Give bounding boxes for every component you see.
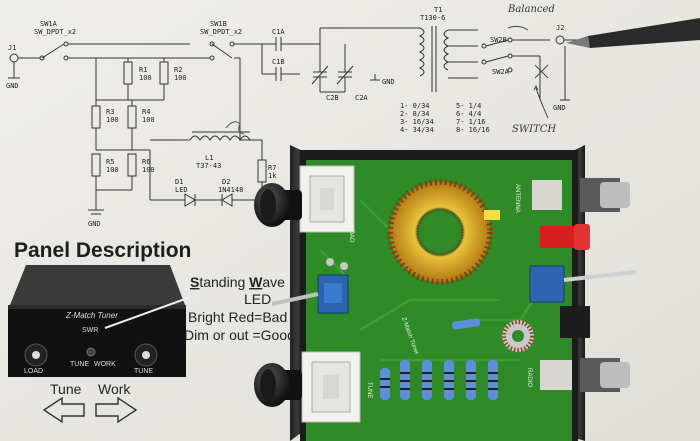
resistor-row (380, 318, 498, 400)
pen (566, 18, 700, 48)
schematic-labels: J1 GND SW1A SW_DPDT_x2 SW1B SW_DPDT_x2 C… (6, 4, 566, 228)
label-gnd-j2: GND (553, 104, 566, 112)
label-c2b: C2B (326, 94, 339, 102)
balanced-unbalanced-switch[interactable] (529, 265, 637, 303)
label-sw2b: SW2B (490, 36, 507, 44)
tune-knob[interactable] (254, 363, 302, 407)
label-turns-a-4: 4- 34/34 (400, 126, 434, 134)
led-indicator (540, 224, 590, 250)
toroid-inductor (502, 320, 534, 352)
antenna-bnc-connector[interactable] (532, 178, 630, 212)
label-d1: D1 (175, 178, 183, 186)
label-sw1b: SW1B (210, 20, 227, 28)
label-l1: L1 (205, 154, 213, 162)
load-knob[interactable] (254, 183, 302, 227)
power-jack (560, 306, 590, 338)
led-description-line-4: Dim or out =Good (184, 327, 295, 343)
panel-title: Panel Description (14, 239, 191, 262)
label-r7: R7 (268, 164, 276, 172)
label-r3-val: 100 (106, 116, 119, 124)
label-turns-a-2: 2- 8/34 (400, 110, 430, 118)
pcb-tune-label: TUNE (366, 382, 372, 398)
label-r5: R5 (106, 158, 114, 166)
label-sw1a: SW1A (40, 20, 58, 28)
pcb-antenna-label: ANTENNA (514, 184, 520, 213)
label-t1-val: T130-6 (420, 14, 445, 22)
label-r6-val: 100 (142, 166, 155, 174)
pcb-radio-label: RADIO (526, 368, 532, 387)
label-r3: R3 (106, 108, 114, 116)
tuner-device: Z-Match Tuner LOAD TUNE ANTENNA RADIO (254, 145, 637, 441)
arrow-left-icon (42, 396, 85, 424)
label-j2: J2 (556, 24, 564, 32)
arrow-tune-label: Tune (50, 381, 82, 397)
schematic (8, 25, 610, 215)
label-t1: T1 (434, 6, 442, 14)
toroid-transformer (387, 179, 500, 285)
handwriting-balanced: Balanced (507, 4, 555, 15)
led-description-line-3: Bright Red=Bad (188, 309, 287, 325)
label-gnd-c: GND (382, 78, 395, 86)
led-description-line-2: LED (244, 291, 271, 307)
radio-bnc-connector[interactable] (540, 358, 630, 392)
label-r1: R1 (139, 66, 147, 74)
panel-tune-label: TUNE (70, 361, 89, 368)
label-turns-a-1: 1- 0/34 (400, 102, 430, 110)
label-turns-a-3: 3- 16/34 (400, 118, 434, 126)
label-r4-val: 100 (142, 116, 155, 124)
label-c2a: C2A (355, 94, 368, 102)
panel-description: Panel Description Z-Match Tuner SWR LOAD… (8, 239, 295, 424)
variable-capacitor-tune (301, 351, 361, 423)
variable-capacitor-load (299, 165, 355, 233)
label-r2: R2 (174, 66, 182, 74)
label-turns-b-3: 7- 1/16 (456, 118, 486, 126)
panel-load-label: LOAD (24, 368, 43, 375)
tune-work-toggle-switch[interactable] (271, 258, 349, 314)
label-j1: J1 (8, 44, 16, 52)
label-turns-b-1: 5- 1/4 (456, 102, 481, 110)
panel-device-photo: Z-Match Tuner SWR LOAD TUNE WORK TUNE (8, 265, 197, 377)
label-gnd-ladder: GND (88, 220, 101, 228)
led-description-line-1: Standing Wave (190, 274, 285, 290)
label-r2-val: 100 (174, 74, 187, 82)
label-sw1a-type: SW_DPDT_x2 (34, 28, 76, 36)
panel-tune-knob-label: TUNE (134, 368, 153, 375)
label-d2: D2 (222, 178, 230, 186)
label-r4: R4 (142, 108, 150, 116)
label-l1-val: T37-43 (196, 162, 221, 170)
label-c1b: C1B (272, 58, 285, 66)
panel-work-label: WORK (94, 361, 116, 368)
label-turns-b-4: 8- 16/16 (456, 126, 490, 134)
arrow-right-icon (95, 396, 138, 424)
panel-device-name: Z-Match Tuner (65, 311, 118, 320)
label-d2-val: 1N4148 (218, 186, 243, 194)
label-gnd-j1: GND (6, 82, 19, 90)
label-r1-val: 100 (139, 74, 152, 82)
handwriting-switch: SWITCH (512, 124, 556, 135)
label-d1-val: LED (175, 186, 188, 194)
label-sw1b-type: SW_DPDT_x2 (200, 28, 242, 36)
label-turns-b-2: 6- 4/4 (456, 110, 481, 118)
label-r7-val: 1k (268, 172, 277, 180)
arrow-work-label: Work (98, 381, 131, 397)
label-sw2a: SW2A (492, 68, 510, 76)
label-r6: R6 (142, 158, 150, 166)
panel-swr-label: SWR (82, 327, 98, 334)
pcb-load-label: LOAD (348, 226, 354, 243)
label-r5-val: 100 (106, 166, 119, 174)
label-c1a: C1A (272, 28, 285, 36)
